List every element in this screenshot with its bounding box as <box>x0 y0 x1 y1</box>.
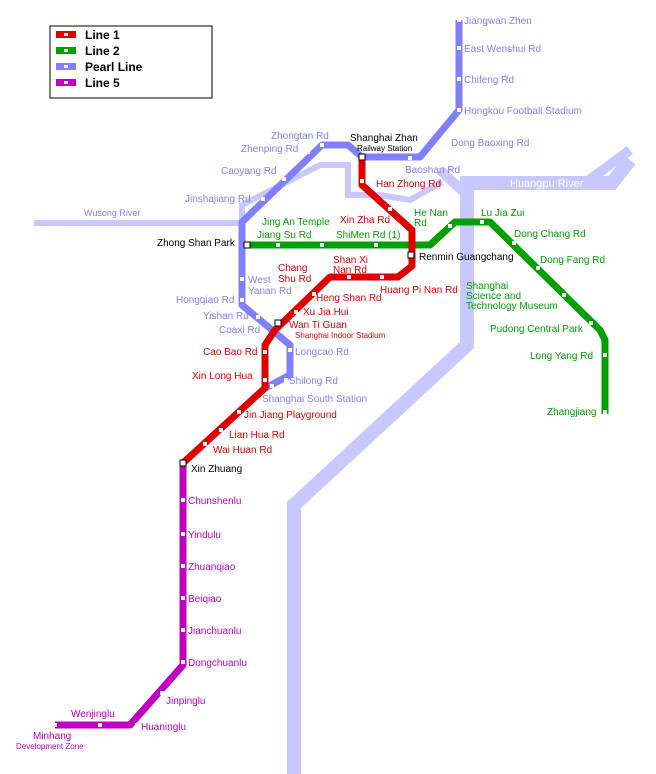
line-1 <box>180 157 416 466</box>
huangpu-river-upper <box>436 166 471 199</box>
wusong-river <box>34 162 444 226</box>
station-jianchuanlu[interactable]: Jianchuanlu <box>188 626 241 637</box>
station-wenjinglu[interactable]: Wenjinglu <box>71 709 115 720</box>
interchange-shanghai-zhan[interactable] <box>358 153 366 161</box>
station-long-yang-rd[interactable]: Long Yang Rd <box>530 351 593 362</box>
line-5-track <box>55 463 187 729</box>
line-5 <box>55 463 187 729</box>
station-han-zhong-rd[interactable]: Han Zhong Rd <box>376 179 441 190</box>
station-jiangwan-zhen[interactable]: Jiangwan Zhen <box>464 16 532 27</box>
station-jiang-su-rd[interactable]: Jiang Su Rd <box>257 230 311 241</box>
line-1-track <box>180 157 416 466</box>
station-shanghai-zhan[interactable]: Shanghai Zhan <box>350 133 418 144</box>
line-5-labels: Chunshenlu Yindulu Zhuanqiao Beiqiao Jia… <box>16 496 247 751</box>
station-beiqiao[interactable]: Beiqiao <box>188 594 222 605</box>
pearl-line-labels: Jiangwan Zhen East Wenshui Rd Chifeng Rd… <box>176 16 582 405</box>
station-pudong-central-park[interactable]: Pudong Central Park <box>490 324 584 335</box>
huangpu-river-label: Huangpu River <box>510 178 584 190</box>
line-2 <box>246 218 609 414</box>
station-caoyang-rd[interactable]: Caoyang Rd <box>221 166 277 177</box>
station-shilong-rd[interactable]: Shilong Rd <box>289 376 338 387</box>
legend: Line 1 Line 2 Pearl Line Line 5 <box>49 25 213 99</box>
station-shanghai-south-station[interactable]: Shanghai South Station <box>262 394 367 405</box>
station-wai-huan-rd[interactable]: Wai Huan Rd <box>213 445 272 456</box>
station-dongchuanlu[interactable]: Dongchuanlu <box>188 658 247 669</box>
station-shanghai-indoor-stadium[interactable]: Shanghai Indoor Stadium <box>295 331 386 340</box>
station-coaxi-rd[interactable]: Coaxi Rd <box>219 325 260 336</box>
station-minhang[interactable]: Minhang <box>33 731 71 742</box>
station-cao-bao-rd[interactable]: Cao Bao Rd <box>203 347 257 358</box>
legend-item-line-5: Line 5 <box>56 76 120 90</box>
interchange-labels: Shanghai Zhan Railway Station Zhong Shan… <box>157 133 514 475</box>
station-zhongtan-rd[interactable]: Zhongtan Rd <box>271 131 329 142</box>
legend-item-line-2: Line 2 <box>56 44 120 58</box>
station-chifeng-rd[interactable]: Chifeng Rd <box>464 75 514 86</box>
line-1-labels: Han Zhong Rd Xin Zha Rd Huang Pi Nan Rd … <box>192 179 458 456</box>
station-railway-station[interactable]: Railway Station <box>357 144 412 153</box>
station-baoshan-rd[interactable]: Baoshan Rd <box>405 165 460 176</box>
station-dong-fang-rd[interactable]: Dong Fang Rd <box>540 255 605 266</box>
station-zhong-shan-park[interactable]: Zhong Shan Park <box>157 238 236 249</box>
station-chunshenlu[interactable]: Chunshenlu <box>188 496 241 507</box>
station-east-wenshui-rd[interactable]: East Wenshui Rd <box>464 44 541 55</box>
station-wan-ti-guan[interactable]: Wan Ti Guan <box>289 320 347 331</box>
station-shimen-rd-1[interactable]: ShiMen Rd (1) <box>336 230 400 241</box>
station-zhangjiang[interactable]: Zhangjiang <box>547 407 596 418</box>
station-xu-jia-hui[interactable]: Xu Jia Hui <box>303 307 349 318</box>
station-jinshajiang-rd[interactable]: Jinshajiang Rd <box>185 194 251 205</box>
station-xin-zha-rd[interactable]: Xin Zha Rd <box>340 215 390 226</box>
legend-item-line-1: Line 1 <box>56 28 120 42</box>
interchange-wan-ti-guan[interactable] <box>274 319 282 327</box>
station-yishan-rd[interactable]: Yishan Rd <box>203 311 249 322</box>
station-longcao-rd[interactable]: Longcao Rd <box>295 347 349 358</box>
station-hongkou-football-stadium[interactable]: Hongkou Football Stadium <box>464 106 582 117</box>
station-lu-jia-zui[interactable]: Lu Jia Zui <box>481 208 524 219</box>
interchange-renmin-guangchang[interactable] <box>407 251 415 259</box>
station-jin-jiang-playground[interactable]: Jin Jiang Playground <box>244 410 337 421</box>
interchange-xin-zhuang[interactable] <box>179 459 187 467</box>
huangpu-river-branch <box>582 145 633 188</box>
legend-label-pearl-line: Pearl Line <box>85 60 143 74</box>
station-zhuanqiao[interactable]: Zhuanqiao <box>188 562 236 573</box>
interchange-markers <box>179 153 415 467</box>
legend-label-line-5: Line 5 <box>85 76 120 90</box>
huangpu-river <box>287 155 636 774</box>
station-huang-pi-nan-rd[interactable]: Huang Pi Nan Rd <box>380 285 458 296</box>
station-hongqiao-rd[interactable]: Hongqiao Rd <box>176 295 234 306</box>
station-dong-chang-rd[interactable]: Dong Chang Rd <box>514 229 586 240</box>
station-jing-an-temple[interactable]: Jing An Temple <box>262 217 330 228</box>
interchange-zhong-shan-park[interactable] <box>243 241 251 249</box>
line-2-labels: Jing An Temple Jiang Su Rd ShiMen Rd (1)… <box>257 208 605 418</box>
station-dong-baoxing-rd[interactable]: Dong Baoxing Rd <box>451 138 529 149</box>
station-yindulu[interactable]: Yindulu <box>188 530 221 541</box>
station-renmin-guangchang[interactable]: Renmin Guangchang <box>419 252 514 263</box>
legend-label-line-1: Line 1 <box>85 28 120 42</box>
station-xin-zhuang[interactable]: Xin Zhuang <box>191 464 242 475</box>
station-xin-long-hua[interactable]: Xin Long Hua <box>192 371 253 382</box>
line-2-track <box>246 218 609 414</box>
rivers <box>34 145 636 774</box>
legend-item-pearl-line: Pearl Line <box>56 60 143 74</box>
station-huaninglu[interactable]: Huaninglu <box>141 722 186 733</box>
station-jinpinglu[interactable]: Jinpinglu <box>166 696 205 707</box>
legend-label-line-2: Line 2 <box>85 44 120 58</box>
station-heng-shan-rd[interactable]: Heng Shan Rd <box>316 293 382 304</box>
station-development-zone[interactable]: Development Zone <box>16 742 84 751</box>
station-zhenping-rd[interactable]: Zhenping Rd <box>241 144 298 155</box>
station-lian-hua-rd[interactable]: Lian Hua Rd <box>229 430 285 441</box>
wusong-river-label: Wusong River <box>84 208 140 218</box>
station-markers <box>53 18 607 727</box>
